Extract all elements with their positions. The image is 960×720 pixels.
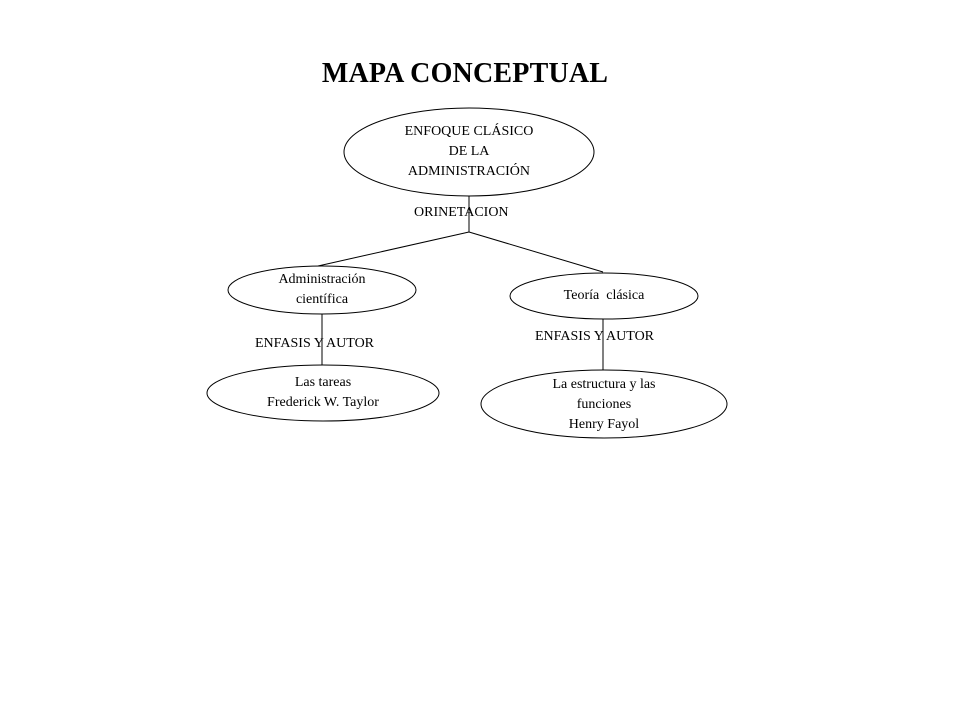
node-left-child-line: Frederick W. Taylor: [267, 395, 379, 410]
node-right-child-line: funciones: [576, 397, 632, 412]
page-title: MAPA CONCEPTUAL: [321, 58, 609, 89]
link-label-left-emphasis: ENFASIS Y AUTOR: [255, 336, 375, 351]
node-left-line: científica: [295, 292, 349, 307]
connector-to-right: [468, 231, 604, 273]
link-label-right-emphasis: ENFASIS Y AUTOR: [535, 329, 655, 344]
node-right-child-shape: [480, 369, 728, 439]
link-label-orientation: ORINETACION: [414, 205, 509, 220]
node-root-line: DE LA: [448, 144, 490, 159]
node-left-line: Administración: [278, 272, 366, 287]
node-left-child-shape: [206, 364, 440, 422]
node-right-child: La estructura y las funciones Henry Fayo…: [504, 374, 704, 436]
node-root-shape: [343, 107, 595, 197]
node-left: Administración científica: [242, 268, 402, 312]
node-right-child-line: La estructura y las: [552, 377, 656, 392]
node-root-line: ENFOQUE CLÁSICO: [404, 124, 534, 139]
node-right: Teoría clásica: [524, 286, 684, 306]
connector-to-left: [317, 231, 470, 267]
node-right-child-line: Henry Fayol: [568, 417, 640, 432]
node-root-line: ADMINISTRACIÓN: [407, 164, 531, 179]
node-right-shape: [509, 272, 699, 320]
node-left-child: Las tareas Frederick W. Taylor: [228, 372, 418, 414]
node-right-line: Teoría clásica: [563, 288, 645, 303]
node-left-child-line: Las tareas: [294, 375, 352, 390]
node-left-shape: [227, 265, 417, 315]
node-root: ENFOQUE CLÁSICO DE LA ADMINISTRACIÓN: [359, 118, 579, 186]
